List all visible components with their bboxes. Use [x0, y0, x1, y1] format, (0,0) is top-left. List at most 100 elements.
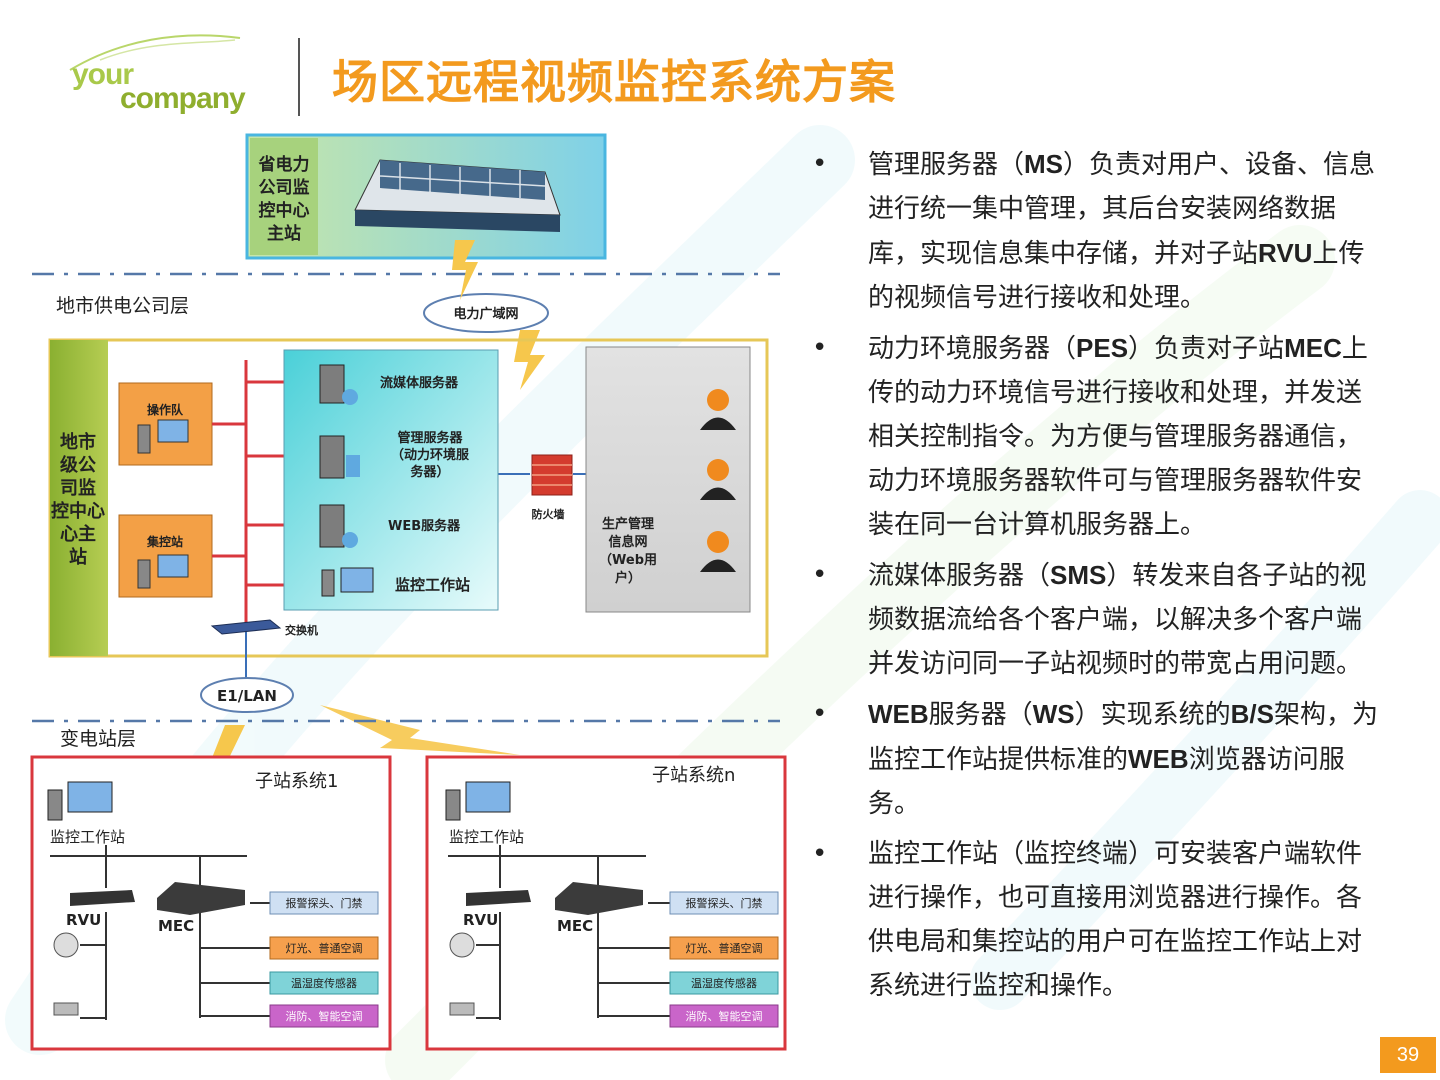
bullet-dot-icon: • — [812, 839, 828, 869]
substation-layer-label: 变电站层 — [60, 728, 136, 750]
substation-1-device-2: 灯光、普通空调 — [286, 941, 363, 955]
network-diagram: 省电力 公司监 控中心 主站 地市供电公司层 电力广域网 地市 级公 司监 控中… — [30, 133, 787, 1051]
substation-n-device-1: 报警探头、门禁 — [686, 896, 763, 910]
mec-device-icon — [555, 882, 643, 915]
bullet-text: 监控工作站（监控终端）可安装客户端软件进行操作，也可直接用浏览器进行操作。各供电… — [868, 839, 1363, 1001]
firewall-label: 防火墙 — [532, 507, 565, 521]
server-icon — [319, 435, 360, 479]
bullet-dot-icon: • — [812, 149, 828, 179]
user-icon — [700, 531, 736, 572]
bullet-text: ）转发来自各子站的视频数据流给各个客户端，以解决多个客户端并发访问同一子站视频时… — [868, 561, 1367, 679]
web-server-label: WEB服务器 — [388, 518, 461, 534]
prod-mis-line-3: （Web用 — [599, 552, 657, 568]
bullet-item: •WEB服务器（WS）实现系统的B/S架构，为监控工作站提供标准的WEB浏览器访… — [812, 692, 1382, 826]
mgmt-server-line-1: 管理服务器 — [397, 430, 463, 446]
substation-1-mec: MEC — [158, 917, 194, 935]
bullet-keyword: MEC — [1284, 333, 1342, 363]
province-line-3: 控中心 — [259, 200, 310, 221]
bullet-keyword: MS — [1024, 149, 1064, 179]
city-line-1: 地市 — [60, 431, 96, 453]
wan-cloud: 电力广域网 — [423, 293, 549, 333]
bullet-dot-icon: • — [812, 699, 828, 729]
substation-n-mec: MEC — [557, 917, 593, 935]
prod-mis-line-4: 户） — [615, 570, 641, 586]
e1-lan-label: E1/LAN — [217, 687, 277, 705]
province-line-1: 省电力 — [258, 154, 310, 175]
logo-swoosh-icon — [69, 34, 241, 71]
streaming-server-label: 流媒体服务器 — [380, 375, 459, 391]
substation-n-workstation: 监控工作站 — [449, 828, 524, 846]
switch-icon — [210, 619, 282, 635]
bullet-text: 架构，为监控工作站提供标准的 — [868, 700, 1378, 775]
bullet-item: • 动力环境服务器（PES）负责对子站MEC上传的动力环境信号进行接收和处理，并发… — [812, 326, 1382, 547]
bullet-keyword: SMS — [1050, 560, 1107, 590]
server-icon — [319, 364, 358, 405]
control-station-label: 集控站 — [146, 534, 183, 549]
substation-1-workstation: 监控工作站 — [50, 828, 125, 846]
prod-mis-line-2: 信息网 — [608, 534, 647, 550]
user-icon — [700, 459, 736, 500]
camera-dome-icon — [449, 932, 475, 958]
substation-n-title: 子站系统n — [652, 765, 735, 786]
bullet-text: 动力环境服务器（ — [868, 334, 1077, 364]
city-line-6: 站 — [69, 546, 87, 568]
firewall-icon — [531, 454, 573, 496]
logo-your: your — [72, 58, 134, 91]
bullet-text: ）负责对用户、设备、信息进行统一集中管理，其后台安装网络数据库，实现信息集中存储… — [868, 150, 1376, 269]
bullet-list: • 管理服务器（MS）负责对用户、设备、信息进行统一集中管理，其后台安装网络数据库… — [812, 142, 1382, 1014]
mgmt-server-line-3: 务器） — [410, 464, 449, 480]
bullet-text: 浏览器访问服务。 — [868, 745, 1345, 819]
bullet-text: ）实现系统的 — [1074, 700, 1231, 730]
city-center-strip — [50, 340, 108, 656]
title-divider — [298, 38, 300, 116]
province-line-2: 公司监 — [259, 177, 310, 198]
bullet-keyword: WEB — [1128, 744, 1189, 774]
logo-company: company — [120, 82, 246, 115]
rvu-device-icon — [70, 890, 135, 906]
city-line-4: 控中心 — [51, 500, 105, 522]
province-line-4: 主站 — [267, 223, 301, 244]
bullet-item: • 监控工作站（监控终端）可安装客户端软件进行操作，也可直接用浏览器进行操作。各供… — [812, 832, 1382, 1008]
mgmt-server-line-2: （动力环境服 — [391, 447, 470, 463]
camera-bullet-icon — [53, 1002, 79, 1016]
substation-1-rvu: RVU — [66, 911, 101, 929]
bullet-text: 服务器（ — [928, 700, 1033, 730]
bullet-text: 上传的视频信号进行接收和处理。 — [868, 239, 1365, 313]
city-layer-label: 地市供电公司层 — [56, 295, 189, 317]
building-icon — [354, 159, 561, 232]
province-center-box: 省电力 公司监 控中心 主站 — [245, 133, 607, 260]
prod-mis-line-1: 生产管理 — [602, 516, 654, 532]
bullet-dot-icon: • — [812, 333, 828, 363]
lightning-icon — [452, 240, 478, 300]
page-title: 场区远程视频监控系统方案 — [332, 55, 896, 109]
user-icon — [700, 389, 736, 430]
substation-1-device-4: 消防、智能空调 — [286, 1009, 363, 1023]
substation-1: 子站系统1 监控工作站 RVU MEC 报警探头、门禁 灯光、普通空调 温湿度传… — [30, 755, 392, 1051]
switch-label: 交换机 — [285, 623, 318, 637]
ops-team-box: 操作队 — [118, 382, 213, 466]
substation-n-device-3: 温湿度传感器 — [691, 976, 757, 990]
workstation-label: 监控工作站 — [395, 576, 470, 594]
bullet-dot-icon: • — [812, 560, 828, 590]
city-line-2: 级公 — [60, 454, 96, 476]
bullet-text: 管理服务器（ — [868, 150, 1025, 180]
substation-1-device-3: 温湿度传感器 — [291, 976, 357, 990]
wan-cloud-label: 电力广域网 — [453, 306, 518, 322]
workstation-icon — [445, 789, 461, 821]
city-line-3: 司监 — [60, 477, 96, 499]
substation-n-device-2: 灯光、普通空调 — [686, 941, 763, 955]
prod-mis-box — [585, 346, 751, 613]
bullet-text: ）负责对子站 — [1128, 334, 1285, 364]
bullet-text: 上传的动力环境信号进行接收和处理，并发送相关控制指令。为方便与管理服务器通信，动… — [868, 334, 1368, 540]
bullet-keyword: WS — [1032, 699, 1075, 729]
workstation-icon — [321, 567, 374, 597]
page-number: 39 — [1380, 1037, 1436, 1073]
bullet-keyword: WEB — [868, 699, 929, 729]
camera-dome-icon — [53, 932, 79, 958]
bullet-keyword: PES — [1076, 333, 1129, 363]
ops-team-label: 操作队 — [147, 402, 184, 417]
company-logo: your company — [60, 30, 260, 130]
lightning-icon — [514, 330, 545, 390]
city-line-5: 心主 — [60, 523, 96, 545]
substation-n-device-4: 消防、智能空调 — [686, 1009, 763, 1023]
